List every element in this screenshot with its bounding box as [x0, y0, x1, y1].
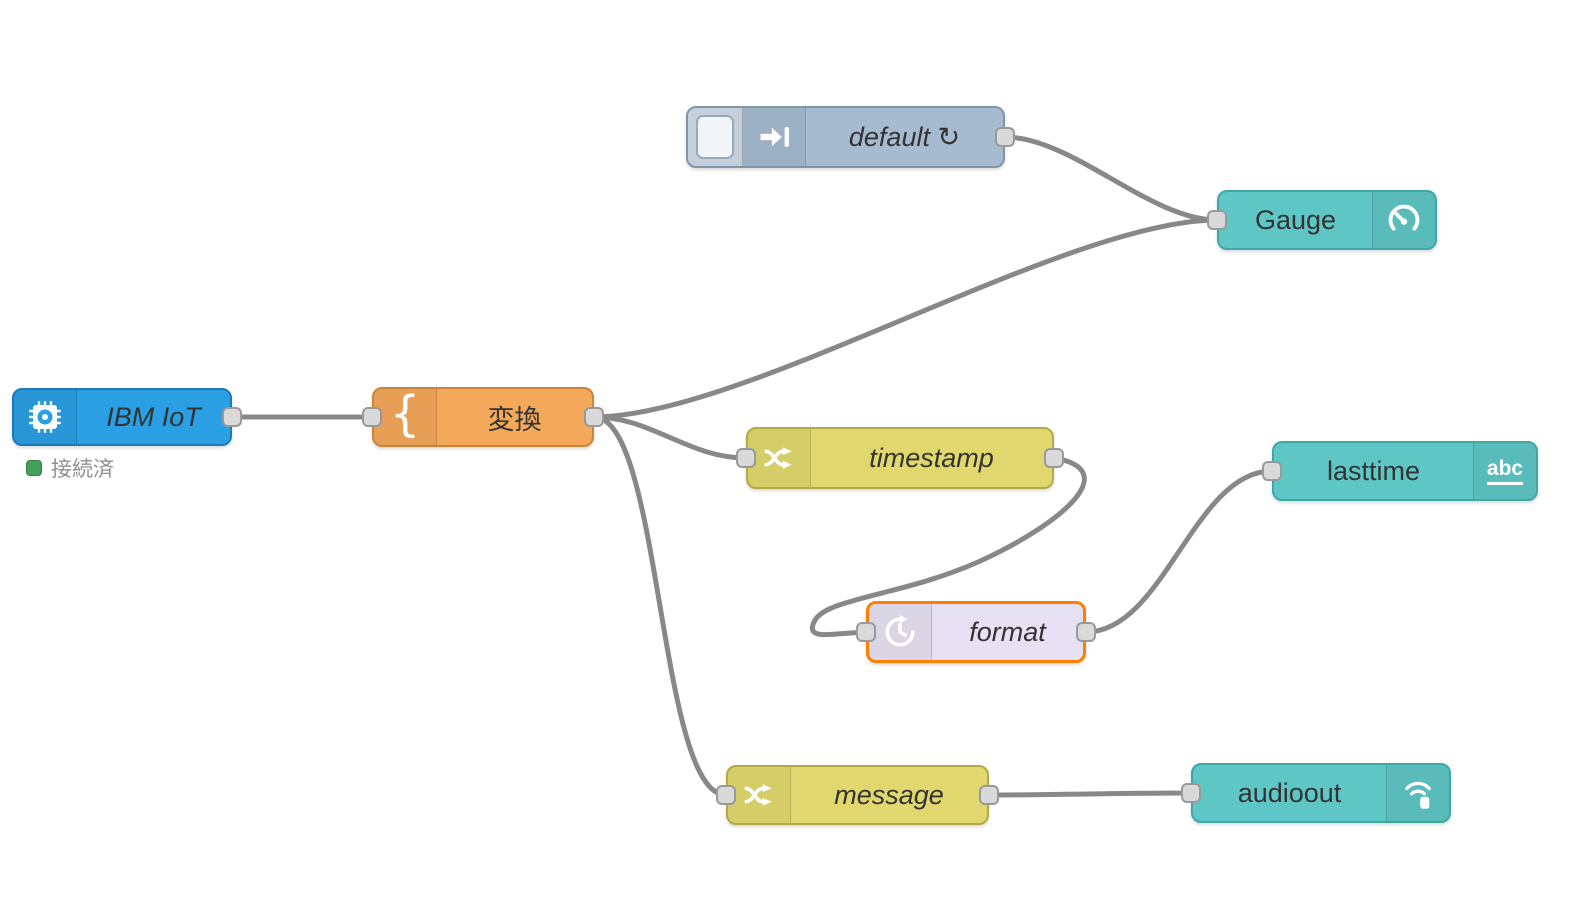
node-label: format: [969, 616, 1046, 647]
node-message-change[interactable]: message: [726, 765, 989, 825]
port-output-format[interactable]: [1076, 622, 1096, 642]
wire-format-lasttime[interactable]: [1083, 468, 1275, 635]
port-input-message[interactable]: [716, 785, 736, 805]
port-output-inject[interactable]: [995, 127, 1015, 147]
shuffle-icon: [728, 767, 791, 823]
status-text: 接続済: [51, 458, 114, 481]
timer-icon: [869, 604, 932, 660]
node-inject-default[interactable]: default ↻: [686, 106, 1005, 168]
node-ibm-iot[interactable]: IBM IoT: [12, 388, 232, 446]
shuffle-icon: [748, 429, 811, 487]
port-output-ibmiot[interactable]: [222, 407, 242, 427]
port-input-gauge[interactable]: [1207, 210, 1227, 230]
port-output-transform[interactable]: [584, 407, 604, 427]
gauge-icon: [1372, 192, 1435, 248]
node-gauge[interactable]: Gauge: [1217, 190, 1437, 250]
node-format[interactable]: format: [866, 601, 1086, 663]
inject-arrow-icon: [743, 108, 806, 166]
node-label: IBM IoT: [106, 401, 201, 432]
chip-icon: [14, 390, 77, 444]
wire-timestamp-format[interactable]: [809, 455, 1087, 638]
node-label: message: [834, 779, 944, 810]
abc-text-icon: abc: [1473, 443, 1536, 499]
node-transform-function[interactable]: { 変換: [372, 387, 594, 447]
wire-transform-timestamp[interactable]: [591, 414, 749, 461]
node-label: Gauge: [1254, 204, 1337, 235]
wire-message-audioout[interactable]: [986, 790, 1194, 798]
node-status: 接続済: [26, 453, 114, 483]
node-label: 変換: [487, 404, 542, 435]
function-brace-icon: {: [374, 389, 437, 445]
port-input-audioout[interactable]: [1181, 783, 1201, 803]
port-input-timestamp[interactable]: [736, 448, 756, 468]
inject-button[interactable]: [688, 108, 743, 166]
port-input-transform[interactable]: [362, 407, 382, 427]
wire-transform-message[interactable]: [591, 414, 729, 798]
port-output-message[interactable]: [979, 785, 999, 805]
audio-out-icon: [1386, 765, 1449, 821]
node-timestamp-change[interactable]: timestamp: [746, 427, 1054, 489]
inject-button-face[interactable]: [696, 115, 734, 159]
node-lasttime[interactable]: lasttime abc: [1272, 441, 1538, 501]
port-input-lasttime[interactable]: [1262, 461, 1282, 481]
node-audioout[interactable]: audioout: [1191, 763, 1451, 823]
port-output-timestamp[interactable]: [1044, 448, 1064, 468]
wire-inject-gauge[interactable]: [1002, 134, 1220, 223]
node-label: default ↻: [848, 121, 961, 152]
node-label: timestamp: [869, 442, 994, 473]
port-input-format[interactable]: [856, 622, 876, 642]
wire-transform-gauge[interactable]: [591, 217, 1220, 420]
node-label: lasttime: [1326, 455, 1421, 486]
node-label: audioout: [1237, 777, 1342, 808]
status-connected-dot: [26, 460, 42, 476]
